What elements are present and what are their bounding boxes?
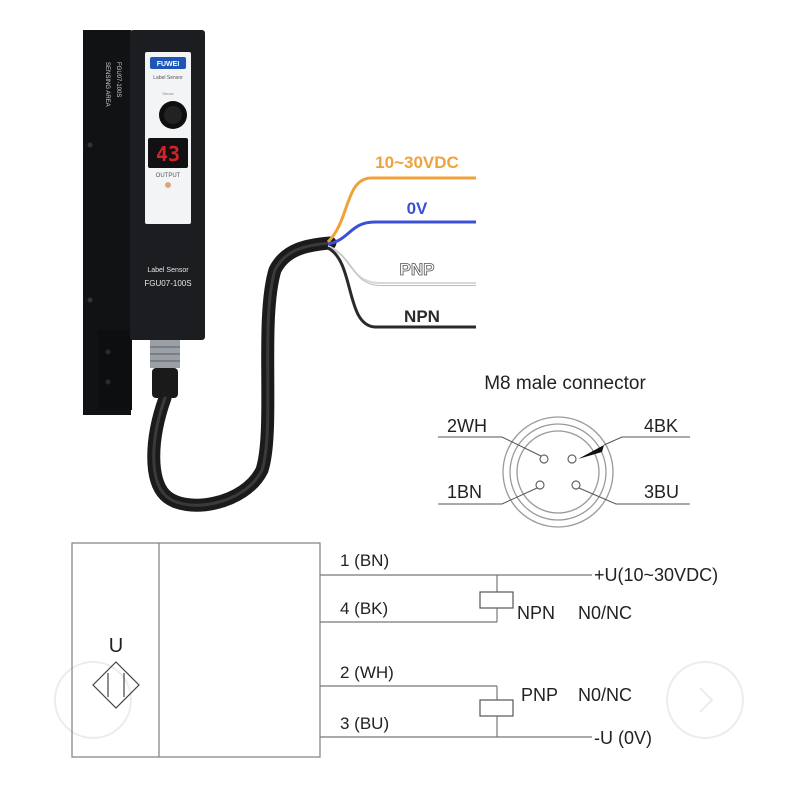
bracket-foot (98, 330, 132, 410)
sense-label: Sense (162, 91, 174, 96)
circuit-schematic: U 1 (BN) 4 (BK) 2 (WH) 3 (BU) +U(10~30VD… (54, 542, 744, 758)
watermark-right-icon (666, 661, 744, 739)
mount-hole-icon (87, 142, 93, 148)
wire-label-pnp: PNP (400, 260, 435, 279)
npn-label: NPN (517, 603, 555, 623)
pin-2-icon (539, 454, 549, 464)
wire-label-0v: 0V (407, 199, 428, 218)
front-label-text: Label Sensor (147, 267, 189, 274)
connector-boot (152, 368, 178, 398)
front-model-text: FGU07-100S (144, 279, 191, 288)
side-area-text: SENSING AREA (104, 62, 110, 107)
mount-hole-icon (105, 379, 111, 385)
side-model-text: FGU07-100S (115, 62, 121, 97)
digital-display (148, 138, 188, 168)
wire-leads (326, 176, 476, 329)
display-value: 43 (156, 142, 180, 166)
sensor-diamond-icon (92, 661, 140, 709)
pnp-label: PNP (521, 685, 558, 705)
npn-mode-label: N0/NC (578, 603, 632, 623)
supply-negative-label: -U (0V) (594, 728, 652, 748)
pin-leader-4bk (603, 436, 690, 446)
npn-load-resistor (479, 591, 514, 609)
line-label-2wh: 2 (WH) (340, 663, 394, 682)
wire-label-npn: NPN (404, 307, 440, 326)
pin-4-icon (567, 454, 577, 464)
pin-label-4bk: 4BK (644, 416, 678, 436)
connector-ring-inner (516, 430, 600, 514)
key-arrow-icon (578, 445, 604, 459)
sensor-block (71, 542, 321, 758)
output-label: OUTPUT (156, 173, 181, 179)
knob-cap-icon (164, 106, 182, 124)
pin-1-icon (535, 480, 545, 490)
supply-positive-label: +U(10~30VDC) (594, 565, 718, 585)
connector-ring-mid (509, 423, 607, 521)
connector-title: M8 male connector (484, 373, 646, 394)
pnp-load-resistor (479, 699, 514, 717)
wire-blue-0v (327, 220, 476, 246)
pin-leader-1bn (438, 487, 538, 505)
label-sensor-device: FGU07-100S SENSING AREA FUWEI Label Sens… (83, 30, 205, 415)
line-label-1bn: 1 (BN) (340, 551, 389, 570)
connector-ring-outer (502, 416, 614, 528)
mount-hole-icon (87, 297, 93, 303)
pin-label-1bn: 1BN (447, 482, 482, 502)
mount-hole-icon (105, 349, 111, 355)
pin-leader-3bu (578, 487, 690, 505)
pin-3-icon (571, 480, 581, 490)
m8-connector-diagram: M8 male connector 2WH 4BK 1BN 3BU (438, 373, 690, 528)
pin-label-3bu: 3BU (644, 482, 679, 502)
output-led-icon (165, 182, 171, 188)
pnp-mode-label: N0/NC (578, 685, 632, 705)
brand-badge (150, 57, 186, 69)
watermark-left-icon (54, 661, 132, 739)
pin-label-2wh: 2WH (447, 416, 487, 436)
sensor-symbol-label: U (109, 635, 123, 657)
wire-brown-supply (326, 176, 476, 244)
product-line-text: Label Sensor (153, 75, 183, 81)
wire-black-npn (327, 246, 476, 329)
pin-leader-2wh (438, 436, 542, 457)
line-label-3bu: 3 (BU) (340, 714, 389, 733)
wire-label-supply: 10~30VDC (375, 153, 459, 172)
line-label-4bk: 4 (BK) (340, 599, 388, 618)
brand-logo-text: FUWEI (157, 61, 180, 68)
